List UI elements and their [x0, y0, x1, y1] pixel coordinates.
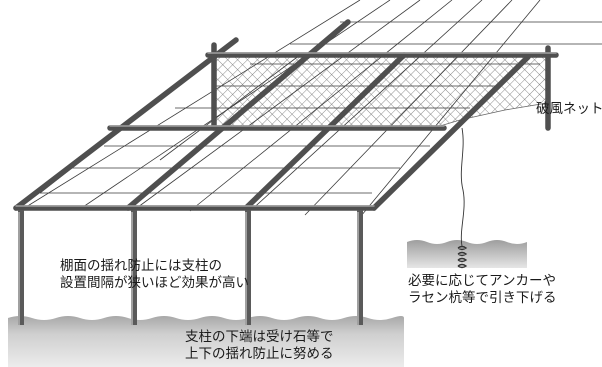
- tie-down: [457, 127, 468, 269]
- post-base-line-1: 支柱の下端は受け石等で: [185, 329, 334, 345]
- anchor-line-1: 必要に応じてアンカーや: [408, 273, 556, 289]
- anchor-note: 必要に応じてアンカーや ラセン杭等で引き下げる: [408, 273, 557, 307]
- shelf-sway-note: 棚面の揺れ防止には支柱の 設置間隔が狭いほど効果が高い: [60, 258, 249, 292]
- post-base-note: 支柱の下端は受け石等で 上下の揺れ防止に努める: [185, 329, 334, 363]
- windbreak-net-label: 破風ネット: [536, 101, 602, 118]
- ground: [8, 316, 404, 367]
- shelf-sway-line-1: 棚面の揺れ防止には支柱の: [60, 258, 222, 274]
- frame-pipes: [13, 19, 559, 211]
- posts: [18, 210, 363, 325]
- anchor-line-2: ラセン杭等で引き下げる: [408, 290, 557, 306]
- shelf-sway-line-2: 設置間隔が狭いほど効果が高い: [60, 275, 249, 291]
- post-base-line-2: 上下の揺れ防止に努める: [185, 346, 334, 362]
- windbreak-net-text: 破風ネット: [536, 101, 602, 117]
